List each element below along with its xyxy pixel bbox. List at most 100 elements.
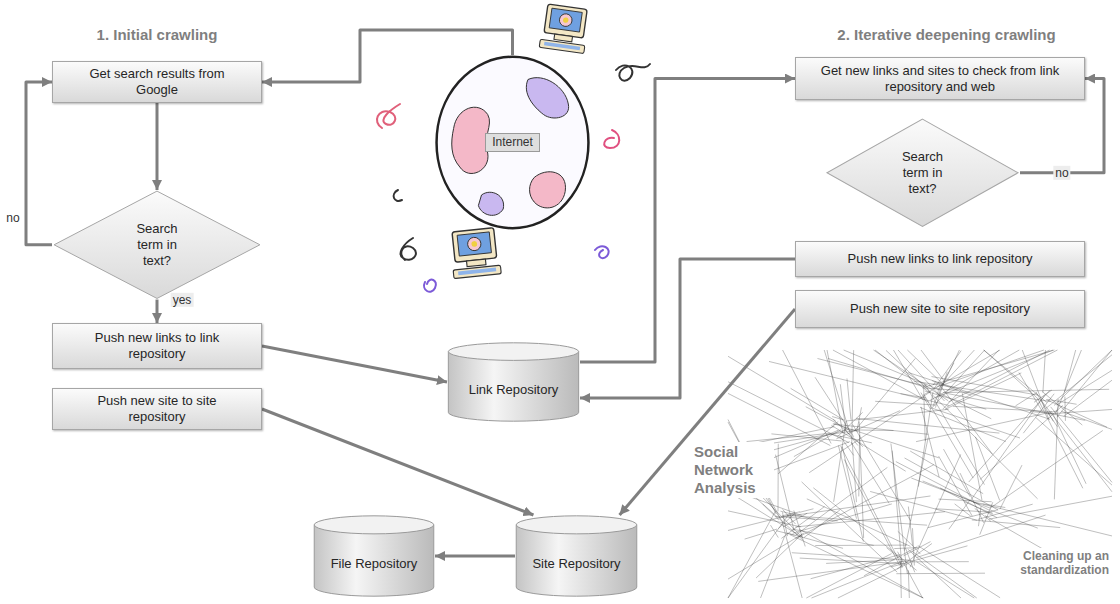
network-stroke <box>978 506 981 526</box>
process-box: Push new links to link repository <box>52 323 262 369</box>
network-stroke <box>908 507 912 546</box>
node-text: Get search results from Google <box>82 66 232 97</box>
network-stroke <box>778 444 779 512</box>
network-stroke <box>1000 465 1022 509</box>
network-stroke <box>844 350 941 390</box>
network-stroke <box>787 533 843 548</box>
network-stroke <box>886 350 930 392</box>
connector-arrow <box>262 409 533 515</box>
network-stroke <box>809 391 931 472</box>
squiggles-part <box>604 130 619 148</box>
network-stroke <box>1042 401 1112 492</box>
network-stroke <box>874 350 949 401</box>
network-stroke <box>935 350 1053 398</box>
node-text: Site Repository <box>532 556 620 572</box>
network-stroke <box>792 553 909 560</box>
node-text: File Repository <box>331 556 418 572</box>
network-stroke <box>896 573 987 575</box>
network-stroke <box>875 350 930 393</box>
connector-arrow <box>156 300 159 323</box>
network-stroke <box>815 545 907 546</box>
network-stroke <box>841 446 902 566</box>
network-stroke <box>792 529 874 545</box>
repository-cylinder-outline-part <box>448 343 578 361</box>
network-stroke <box>833 424 929 434</box>
network-stroke <box>1036 417 1112 485</box>
network-stroke <box>969 390 1050 482</box>
network-stroke <box>908 570 910 598</box>
network-stroke <box>1052 413 1086 484</box>
network-stroke <box>780 511 815 519</box>
network-stroke <box>1048 413 1057 427</box>
network-stroke <box>921 407 939 477</box>
network-stroke <box>758 560 912 581</box>
node-text: Push new site to site repository <box>72 393 242 424</box>
repository-cylinder: Site Repository <box>515 515 638 597</box>
network-stroke <box>795 467 887 535</box>
repository-cylinder-outline <box>313 515 435 597</box>
network-stroke <box>935 509 992 513</box>
network-stroke <box>917 562 975 598</box>
network-stroke <box>827 350 843 433</box>
network-stroke <box>783 350 832 443</box>
network-stroke <box>728 356 836 421</box>
repository-cylinder-outline-part <box>314 516 434 534</box>
network-stroke <box>910 454 961 567</box>
network-stroke <box>856 418 999 433</box>
network-stroke <box>1054 399 1058 499</box>
repository-cylinder-outline <box>447 342 580 422</box>
network-stroke <box>778 421 838 473</box>
network-stroke <box>932 408 1020 438</box>
network-stroke <box>852 443 856 502</box>
network-stroke <box>946 393 1085 420</box>
network-stroke <box>747 433 831 441</box>
network-stroke <box>728 492 802 538</box>
network-stroke <box>944 449 971 497</box>
node-text: Get new links and sites to check from li… <box>809 63 1071 94</box>
network-stroke <box>804 510 840 538</box>
section-label: Social Network Analysis <box>692 442 774 498</box>
process-box: Push new site to site repository <box>795 290 1085 328</box>
network-stroke <box>891 444 907 575</box>
network-stroke <box>897 544 932 570</box>
node-text: Internet <box>485 133 540 151</box>
process-box: Push new site to site repository <box>52 388 262 430</box>
squiggles-part <box>377 104 400 128</box>
network-stroke <box>776 455 795 531</box>
squiggles-part <box>595 246 609 258</box>
repository-cylinder: Link Repository <box>447 342 580 422</box>
network-stroke <box>938 393 991 419</box>
network-stroke <box>925 391 986 409</box>
network-stroke <box>811 562 902 598</box>
network-stroke <box>728 514 796 531</box>
network-stroke <box>842 447 863 542</box>
network-stroke <box>1055 350 1081 414</box>
network-stroke <box>815 377 854 437</box>
network-stroke <box>811 554 901 578</box>
network-stroke <box>776 531 794 536</box>
network-stroke <box>761 536 785 598</box>
network-stroke <box>898 531 917 550</box>
node-text: Push new links to link repository <box>72 330 242 361</box>
connector-arrow <box>156 103 159 190</box>
network-stroke <box>824 350 850 434</box>
decision-diamond-outline-part <box>827 119 1018 226</box>
network-stroke <box>973 502 1005 507</box>
network-stroke <box>771 434 841 441</box>
network-stroke <box>904 542 931 556</box>
connector-arrow <box>620 309 795 515</box>
network-stroke <box>1042 391 1082 425</box>
connector-arrow <box>580 79 795 363</box>
connector-arrow <box>262 346 447 382</box>
network-stroke <box>828 358 926 387</box>
network-stroke <box>838 445 856 518</box>
network-stroke <box>921 350 945 382</box>
note-label: Cleaning up an standardization <box>985 548 1111 579</box>
network-stroke <box>916 411 1057 442</box>
network-stroke <box>931 350 985 409</box>
network-stroke <box>826 560 895 563</box>
network-stroke <box>832 417 844 420</box>
globe-icon-outline-part <box>530 172 566 208</box>
network-stroke <box>983 504 1112 536</box>
